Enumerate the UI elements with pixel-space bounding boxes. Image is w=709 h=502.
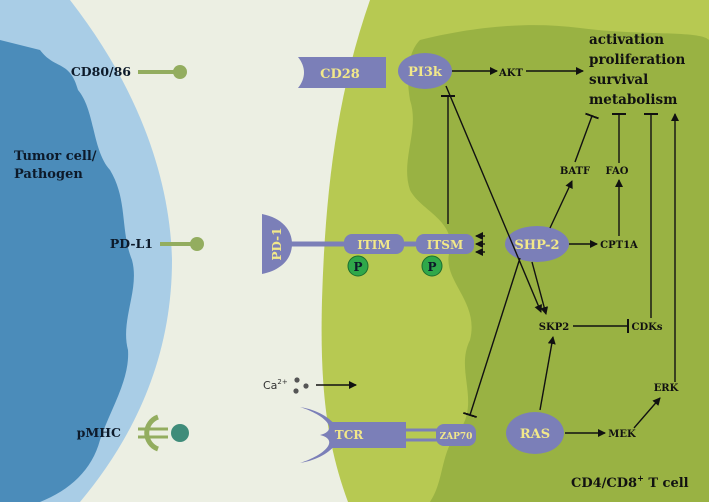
calcium-ion-1 <box>294 377 300 383</box>
akt-label: AKT <box>498 68 523 79</box>
calcium-ion-3 <box>293 388 299 394</box>
peptide-antigen <box>171 424 189 442</box>
ras-label: RAS <box>520 427 550 442</box>
tcr-label: TCR <box>335 428 364 442</box>
itim-label: ITIM <box>357 238 390 252</box>
tcell-cytoplasm <box>407 25 709 502</box>
tcr-receptor-body <box>332 422 406 448</box>
pd1-label: PD-1 <box>270 228 284 261</box>
edge-mek-erk <box>633 397 661 429</box>
batf-label: BATF <box>560 166 590 177</box>
signaling-edges <box>441 67 679 437</box>
edge-shp2-batf <box>549 180 573 229</box>
tumor-title-line1: Tumor cell/ <box>14 149 97 164</box>
pi3k-node <box>398 53 452 89</box>
tumor-cell-body <box>0 40 134 502</box>
outcome-metabolism: metabolism <box>589 92 677 108</box>
itim-motif <box>344 234 404 254</box>
pd1-receptor <box>262 214 292 274</box>
ligand-pmhc-label: pMHC <box>77 425 121 440</box>
skp2-label: SKP2 <box>539 322 569 333</box>
edge-pi3k-skp2 <box>445 85 542 313</box>
pmhc-groove <box>144 414 160 452</box>
ligand-cd80-86-head <box>173 65 187 79</box>
cd28-receptor <box>298 57 386 88</box>
cdks-label: CDKs <box>632 322 663 333</box>
pi3k-label: PI3k <box>408 65 443 80</box>
outcome-proliferation: proliferation <box>589 52 685 68</box>
tumor-title-line2: Pathogen <box>14 167 83 182</box>
calcium-label: Ca2+ <box>263 378 288 392</box>
ligand-cd80-86-label: CD80/86 <box>71 64 131 79</box>
outcome-survival: survival <box>589 72 648 88</box>
ras-node <box>506 412 564 454</box>
edge-shp2-inhibits-zap70 <box>463 257 521 419</box>
zap70-label: ZAP70 <box>440 432 473 442</box>
erk-label: ERK <box>654 383 679 394</box>
itsm-phosphorylation <box>421 255 443 277</box>
tcell-label: CD4/CD8+ T cell <box>571 473 689 491</box>
cd28-label: CD28 <box>320 67 360 82</box>
fao-label: FAO <box>606 166 629 177</box>
edge-ras-skp2 <box>539 336 556 411</box>
itsm-phospho-label: P <box>427 260 436 274</box>
itim-phosphorylation <box>347 255 369 277</box>
tcr-receptor-head <box>300 407 336 463</box>
shp2-label: SHP-2 <box>514 238 559 253</box>
itim-phospho-label: P <box>353 260 362 274</box>
ligand-pdl1-head <box>190 237 204 251</box>
itsm-label: ITSM <box>427 238 464 252</box>
shp2-node <box>505 226 569 262</box>
ligand-pdl1-label: PD-L1 <box>110 236 153 251</box>
zap70-kinase <box>436 424 476 446</box>
calcium-ion-2 <box>303 383 309 389</box>
outcome-activation: activation <box>589 32 664 48</box>
edge-shp2-skp2 <box>531 261 549 315</box>
itsm-motif <box>416 234 474 254</box>
edge-batf-inhibits-outcomes <box>574 112 599 163</box>
mek-label: MEK <box>608 429 636 440</box>
cpt1a-label: CPT1A <box>600 240 638 251</box>
